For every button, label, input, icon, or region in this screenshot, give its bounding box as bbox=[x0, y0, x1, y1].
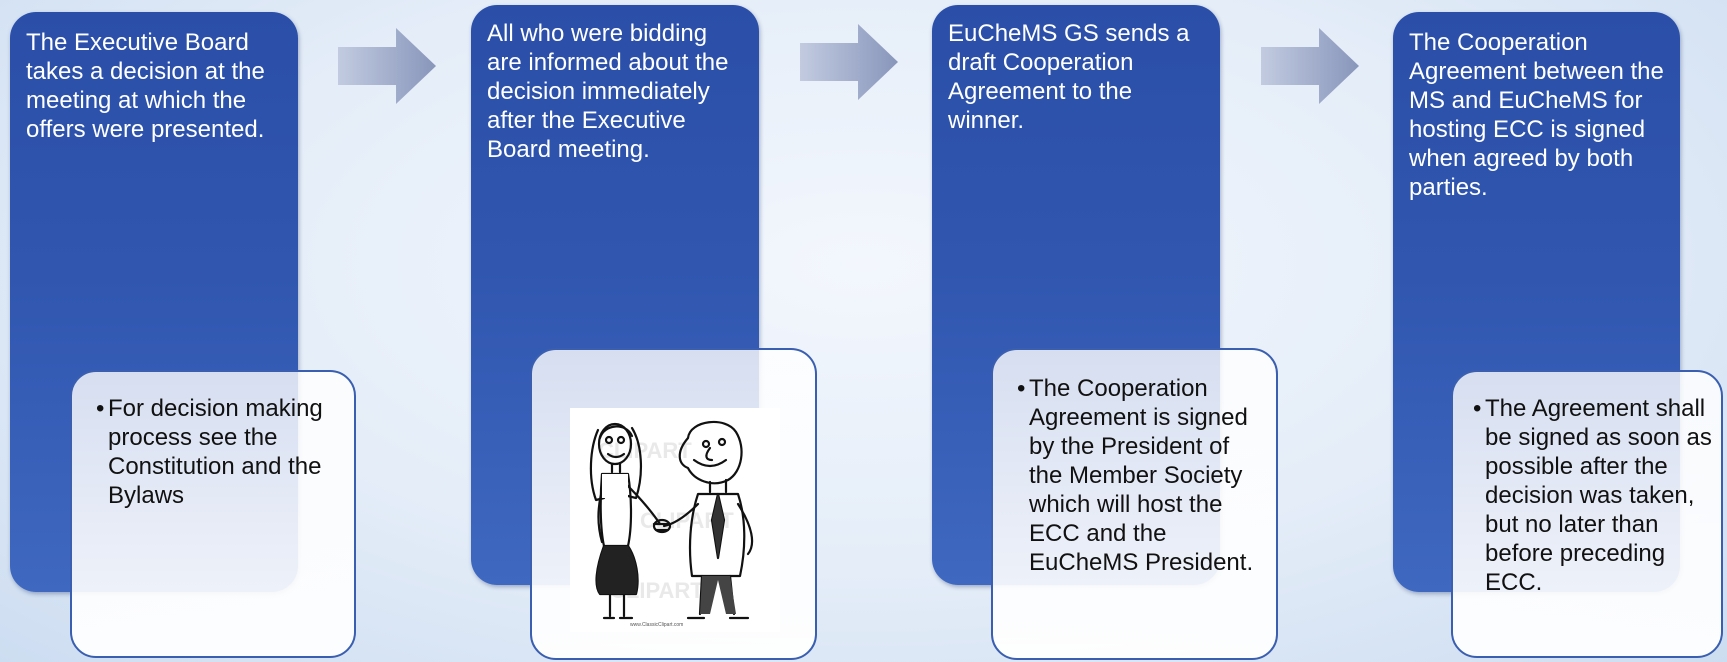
step-3-text: EuCheMS GS sends a draft Cooperation Agr… bbox=[948, 20, 1190, 134]
arrow-right-icon bbox=[1261, 28, 1359, 104]
arrow-right-icon bbox=[800, 24, 898, 100]
step-1-note: For decision making process see the Cons… bbox=[70, 370, 356, 658]
step-3-note: The Cooperation Agreement is signed by t… bbox=[991, 348, 1278, 660]
svg-text:www.ClassicClipart.com: www.ClassicClipart.com bbox=[630, 622, 683, 628]
arrow-right-icon bbox=[338, 28, 436, 104]
step-2-text: All who were bidding are informed about … bbox=[487, 20, 729, 163]
step-2-note: CLIPART CLIPART CLIPART bbox=[530, 348, 817, 660]
handshake-illustration: CLIPART CLIPART CLIPART bbox=[570, 408, 780, 632]
handshake-clipart-icon: CLIPART CLIPART CLIPART bbox=[589, 420, 754, 628]
step-1-note-text: For decision making process see the Cons… bbox=[96, 394, 342, 510]
step-4-note-text: The Agreement shall be signed as soon as… bbox=[1473, 394, 1715, 597]
step-4-note: The Agreement shall be signed as soon as… bbox=[1451, 370, 1723, 658]
step-4-text: The Cooperation Agreement between the MS… bbox=[1409, 29, 1664, 201]
svg-text:CLIPART: CLIPART bbox=[598, 438, 692, 463]
step-1-text: The Executive Board takes a decision at … bbox=[26, 29, 265, 143]
step-3-note-text: The Cooperation Agreement is signed by t… bbox=[1017, 374, 1264, 577]
